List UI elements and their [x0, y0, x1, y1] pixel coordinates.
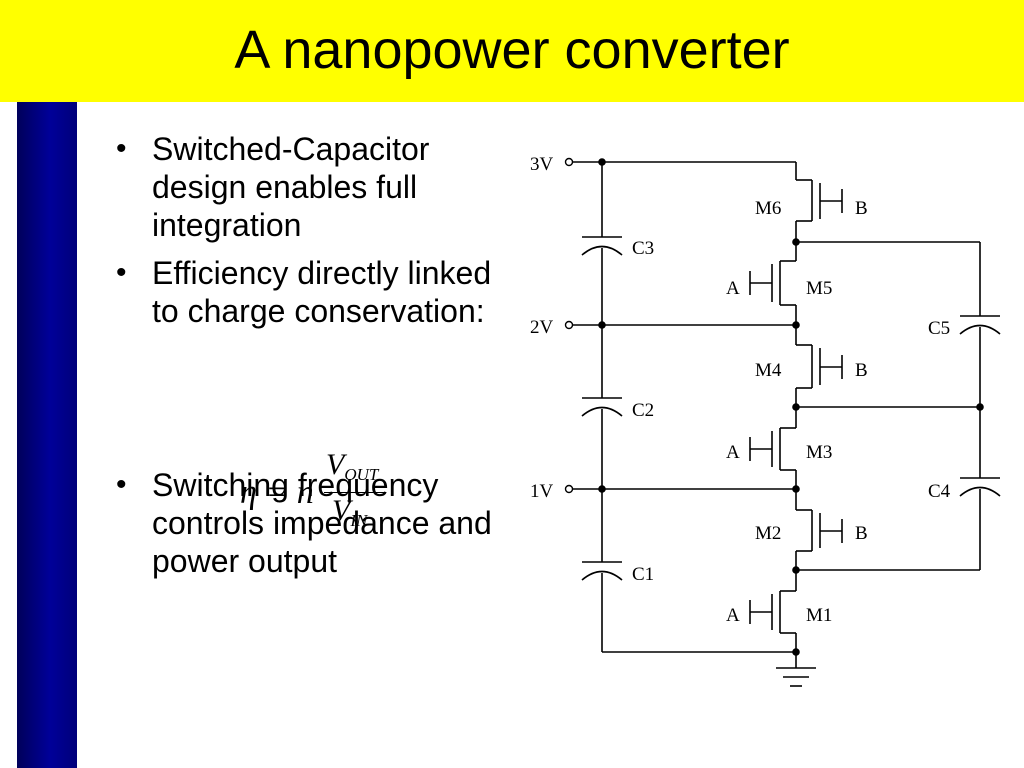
gate-icons	[749, 183, 843, 630]
transistor-label-m3: M3	[806, 442, 832, 463]
transistor-label-m4: M4	[755, 360, 782, 381]
bullet-item: • Switched-Capacitor design enables full…	[112, 130, 522, 244]
supply-label-2v: 2V	[530, 317, 554, 338]
gate-label-b: B	[855, 523, 868, 544]
equation-lhs: η = n	[240, 474, 314, 511]
bullet-text: Efficiency directly linked to charge con…	[152, 255, 492, 329]
slide-title: A nanopower converter	[234, 20, 790, 80]
equation-spacer	[112, 330, 522, 466]
bullet-text: Switched-Capacitor design enables full i…	[152, 131, 430, 243]
capacitor-label-c3: C3	[632, 238, 654, 259]
bullet-item: • Efficiency directly linked to charge c…	[112, 254, 522, 330]
capacitor-label-c2: C2	[632, 400, 654, 421]
fraction-line	[324, 492, 386, 493]
transistor-label-m1: M1	[806, 605, 832, 626]
capacitor-label-c5: C5	[928, 318, 950, 339]
denominator-subscript: IN	[350, 511, 368, 530]
title-bar	[0, 0, 1024, 102]
supply-label-1v: 1V	[530, 481, 554, 502]
capacitor-icons-left	[581, 236, 623, 581]
junction-dots	[598, 158, 984, 656]
right-capacitor-wires	[796, 241, 981, 571]
transistor-label-m6: M6	[755, 198, 781, 219]
equation-numerator: VOUT	[326, 448, 379, 484]
gate-label-a: A	[726, 442, 740, 463]
bullet-icon: •	[116, 468, 127, 501]
capacitor-label-c4: C4	[928, 481, 951, 502]
circuit-diagram: 3V 2V 1V C3 C2 C1	[530, 154, 1001, 687]
bullet-list: • Switched-Capacitor design enables full…	[112, 130, 522, 580]
numerator-symbol: V	[326, 448, 345, 481]
denominator-symbol: V	[332, 494, 351, 527]
gate-label-a: A	[726, 605, 740, 626]
side-bar	[17, 102, 77, 768]
ground-icon	[776, 667, 816, 687]
capacitor-label-c1: C1	[632, 564, 654, 585]
bullet-icon: •	[116, 256, 127, 289]
transistor-label-m2: M2	[755, 523, 781, 544]
supply-label-3v: 3V	[530, 154, 554, 175]
bullet-text: Switching frequency controls impedance a…	[152, 467, 492, 579]
transistor-stack-wires	[779, 162, 813, 668]
bullet-icon: •	[116, 132, 127, 165]
gate-label-a: A	[726, 278, 740, 299]
supply-terminal-icons	[564, 157, 574, 494]
gate-label-b: B	[855, 360, 868, 381]
numerator-subscript: OUT	[344, 465, 379, 484]
gate-label-b: B	[855, 198, 868, 219]
capacitor-icons-right	[959, 315, 1001, 497]
transistor-label-m5: M5	[806, 278, 832, 299]
bullet-item: • Switching frequency controls impedance…	[112, 466, 522, 580]
efficiency-equation: η = n VOUT VIN	[240, 448, 390, 540]
equation-denominator: VIN	[332, 494, 368, 530]
